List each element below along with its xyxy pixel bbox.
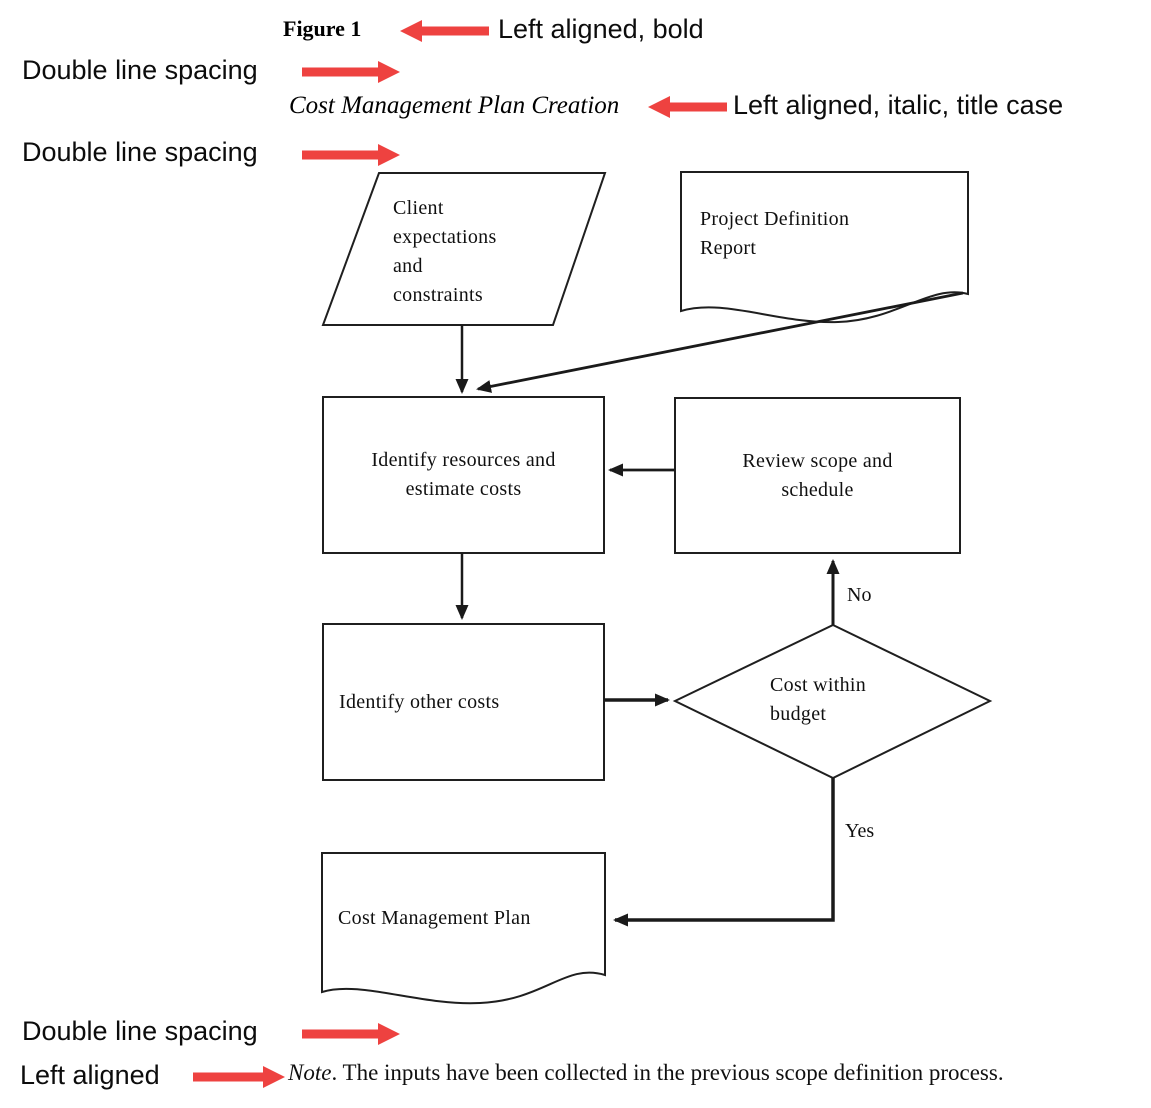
edge-label-yes: Yes — [845, 820, 875, 842]
parallelogram-client-expectations — [321, 172, 607, 326]
process-identify-resources — [322, 396, 605, 554]
red-arrow-left-icon — [400, 20, 489, 42]
connector-report-to-identify — [476, 291, 964, 393]
red-arrow-right-icon — [302, 61, 400, 83]
project-definition-report-label: Project Definition Report — [700, 208, 850, 259]
client-expectations-label: Client expectations and constraints — [393, 197, 497, 306]
red-arrow-left-icon — [648, 96, 727, 118]
red-arrow-right-icon — [302, 144, 400, 166]
process-identify-other-costs — [322, 623, 605, 781]
align-note: Left aligned — [20, 1060, 160, 1090]
cost-management-plan-label: Cost Management Plan — [338, 907, 531, 929]
note-body: . The inputs have been collected in the … — [331, 1060, 1004, 1085]
connector-decision-yes-to-plan — [613, 778, 835, 927]
document-project-definition-report — [680, 171, 969, 324]
cost-within-budget-label: Cost within budget — [770, 674, 867, 725]
process-review-scope — [674, 397, 961, 554]
figure-note-text: Note. The inputs have been collected in … — [288, 1060, 1004, 1086]
edge-label-no: No — [847, 584, 872, 606]
note-lead: Note — [288, 1060, 332, 1085]
review-scope-label: Review scope and schedule — [742, 449, 893, 501]
red-arrow-right-icon — [193, 1066, 285, 1088]
title-note: Left aligned, italic, title case — [733, 90, 1064, 120]
spacing-note-2: Double line spacing — [22, 137, 258, 167]
identify-other-costs-label: Identify other costs — [339, 690, 500, 713]
spacing-note-3: Double line spacing — [22, 1016, 258, 1046]
figure-label: Figure 1 — [283, 16, 362, 41]
red-arrow-right-icon — [302, 1023, 400, 1045]
spacing-note-1: Double line spacing — [22, 55, 258, 85]
document-cost-management-plan — [321, 852, 606, 1005]
figure-note: Left aligned, bold — [498, 14, 704, 44]
identify-resources-label: Identify resources and estimate costs — [371, 449, 556, 500]
figure-title: Cost Management Plan Creation — [289, 92, 620, 119]
